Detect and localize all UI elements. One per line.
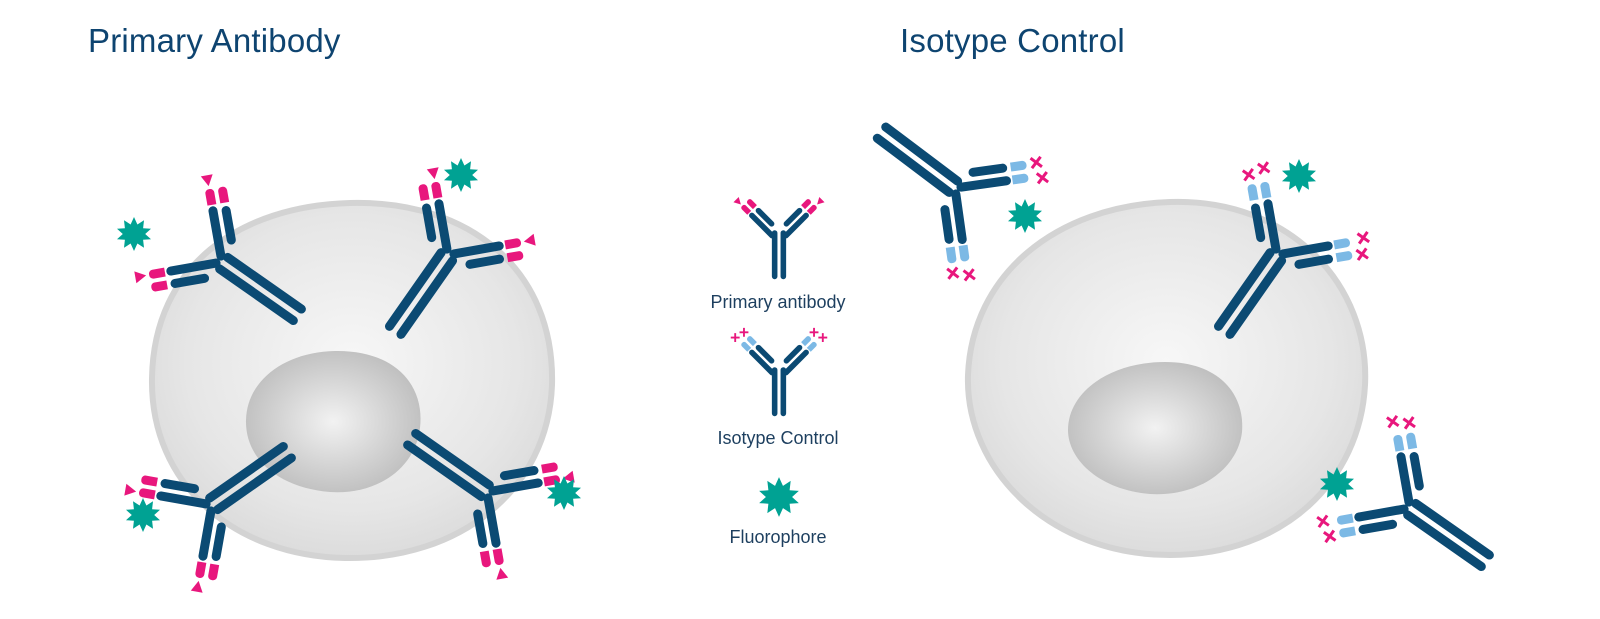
fluorophore-icon <box>117 217 151 251</box>
fluorophore-icon <box>444 158 478 192</box>
fluorophore-icon <box>126 498 160 532</box>
legend-fluorophore-label: Fluorophore <box>729 527 827 547</box>
legend-primary-antibody-label: Primary antibody <box>710 292 846 312</box>
legend-fluorophore-icon <box>759 477 799 517</box>
fluorophore-icon <box>1282 159 1316 193</box>
cell-nucleus <box>1068 362 1243 495</box>
primary-antibody-panel-title: Primary Antibody <box>88 22 341 59</box>
legend-isotype-control-label: Isotype Control <box>717 428 839 448</box>
fluorophore-icon <box>1008 199 1042 233</box>
isotype-control-panel-title: Isotype Control <box>900 22 1125 59</box>
isotype-control-cell <box>964 198 1369 559</box>
legend-isotype-control-icon <box>732 327 827 417</box>
legend-primary-antibody-icon <box>733 192 824 280</box>
